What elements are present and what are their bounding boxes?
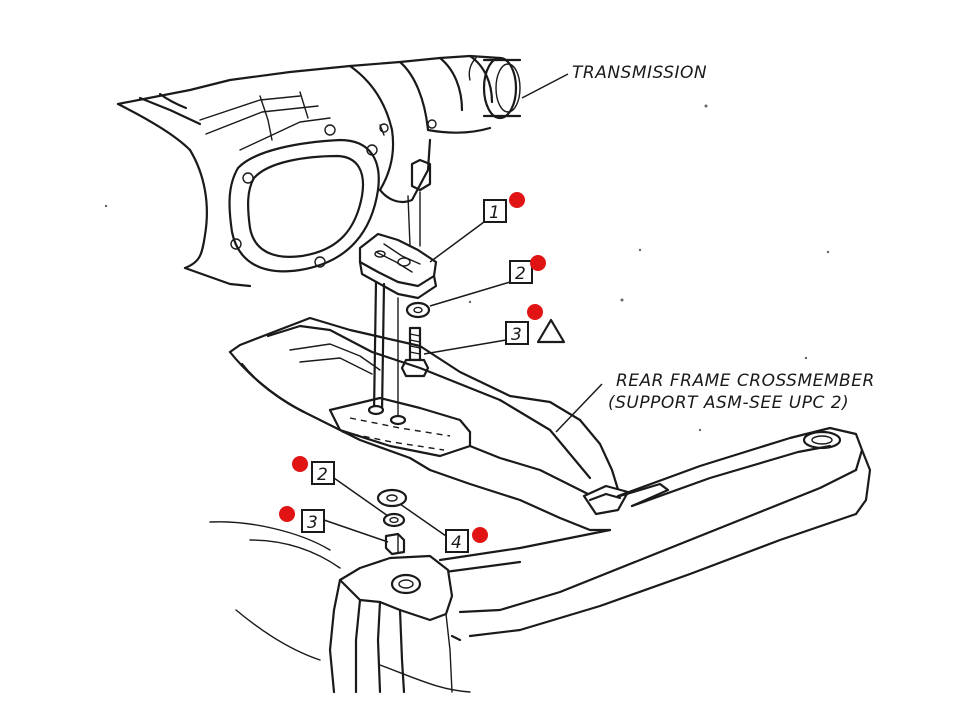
callout-4-number: 4 [451,533,462,553]
lock-washer-top [405,301,431,319]
callout-2-bottom-number: 2 [317,465,328,485]
transmission-label: TRANSMISSION [572,63,707,83]
callout-3-bottom: 3 [301,509,389,543]
marker-dot-2-bottom [292,456,308,472]
callout-2-top: 2 [429,260,533,307]
marker-dot-2-top [530,255,546,271]
callout-3-top-number: 3 [511,325,522,345]
callout-1: 1 [429,199,507,263]
scan-specks [104,104,830,432]
marker-dot-4 [472,527,488,543]
callout-3-bottom-number: 3 [307,513,318,533]
rear-frame-crossmember [209,316,872,694]
spacer-washer [376,488,408,508]
triangle-icon [536,318,566,344]
marker-dot-3-top [527,304,543,320]
marker-dot-1 [509,192,525,208]
callout-2-top-number: 2 [515,264,526,284]
crossmember-label-line1: REAR FRAME CROSSMEMBER [616,371,875,391]
callout-4: 4 [399,503,469,553]
nut-bottom [384,532,406,556]
transmission-drawing [116,54,569,288]
callout-2-bottom: 2 [311,461,389,517]
crossmember-label-line2: (SUPPORT ASM-SEE UPC 2) [608,393,849,413]
transmission-mount [358,232,438,300]
marker-dot-3-bottom [279,506,295,522]
callout-1-number: 1 [489,203,500,223]
callout-3-top: 3 [423,318,566,355]
lock-washer-bottom [382,512,406,528]
